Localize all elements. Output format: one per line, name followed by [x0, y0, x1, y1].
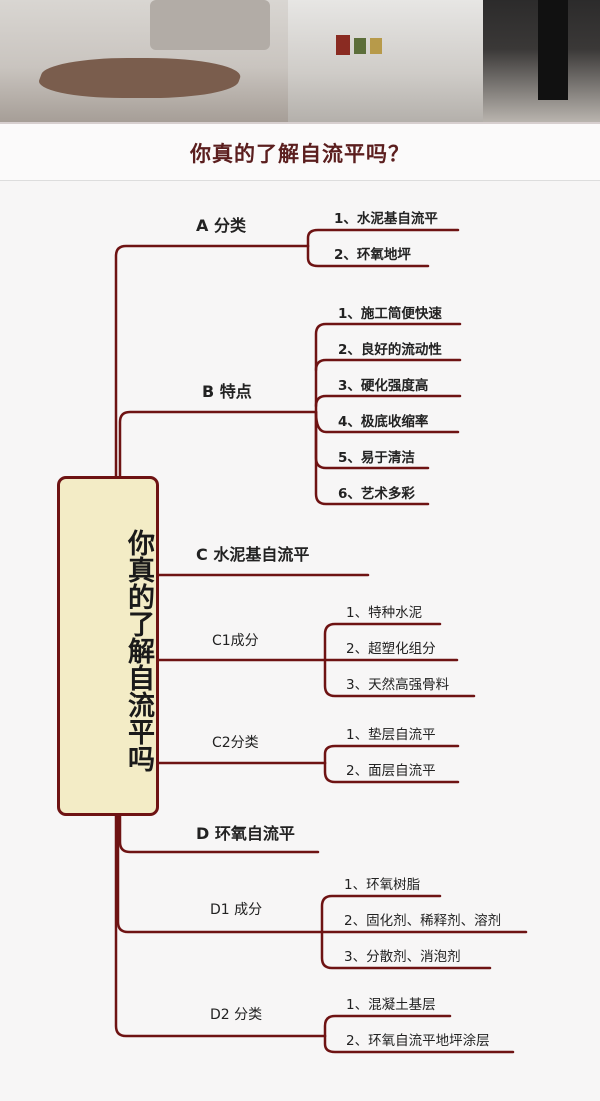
node-b-item-1: 1、施工简便快速 — [338, 306, 442, 322]
node-a-item-2: 2、环氧地坪 — [334, 247, 411, 263]
node-c1-item-3: 3、天然高强骨料 — [346, 677, 450, 693]
node-c2-label: C2分类 — [212, 735, 259, 751]
node-d1-item-1: 1、环氧树脂 — [344, 877, 421, 893]
node-d2-label: D2 分类 — [210, 1007, 263, 1023]
node-d1-item-2: 2、固化剂、稀释剂、溶剂 — [344, 913, 502, 929]
node-d-label: D 环氧自流平 — [196, 824, 295, 843]
node-d2-item-1: 1、混凝土基层 — [346, 997, 436, 1013]
node-c2-item-1: 1、垫层自流平 — [346, 727, 436, 743]
node-a-label: A 分类 — [196, 216, 246, 235]
title-band — [0, 122, 600, 181]
node-c1-label: C1成分 — [212, 633, 259, 649]
node-b-item-3: 3、硬化强度高 — [338, 378, 429, 394]
node-b-label: B 特点 — [202, 382, 252, 401]
node-c1-item-2: 2、超塑化组分 — [346, 641, 436, 657]
central-node-text: 你真的了解自流平吗 — [123, 528, 154, 772]
header-photo — [0, 0, 600, 122]
node-c2-item-2: 2、面层自流平 — [346, 763, 436, 779]
node-a-item-1: 1、水泥基自流平 — [334, 211, 438, 227]
node-d2-item-2: 2、环氧自流平地坪涂层 — [346, 1033, 490, 1049]
page-title: 你真的了解自流平吗？ — [190, 142, 410, 166]
central-node: 你真的了解自流平吗 — [57, 476, 159, 816]
node-c-label: C 水泥基自流平 — [196, 545, 310, 564]
node-d1-label: D1 成分 — [210, 902, 263, 918]
node-b-item-2: 2、良好的流动性 — [338, 342, 442, 358]
node-b-item-4: 4、极底收缩率 — [338, 414, 429, 430]
node-c1-item-1: 1、特种水泥 — [346, 605, 423, 621]
node-d1-item-3: 3、分散剂、消泡剂 — [344, 949, 461, 965]
node-b-item-6: 6、艺术多彩 — [338, 486, 415, 502]
node-b-item-5: 5、易于清洁 — [338, 450, 415, 466]
